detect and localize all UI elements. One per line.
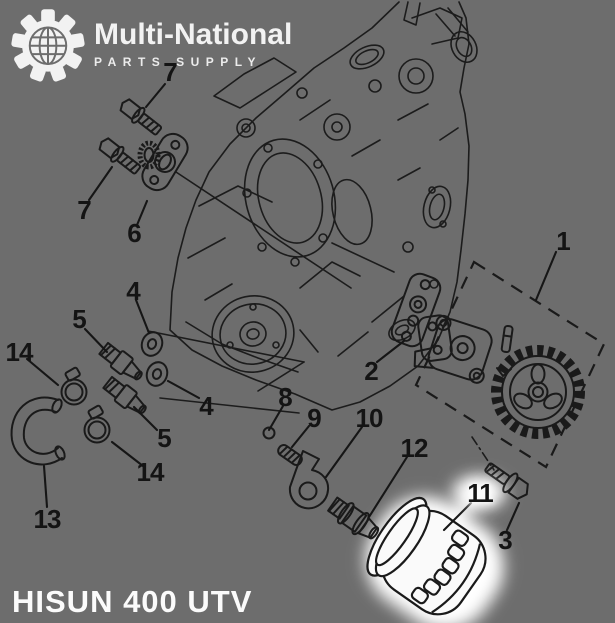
driven-gear	[491, 345, 585, 439]
callout-4-washer-upper: 4	[126, 276, 141, 306]
hose-clamps	[60, 366, 111, 444]
callout-3-bolt: 3	[498, 525, 513, 555]
callout-11-oil-filter: 11	[467, 478, 493, 508]
callout-4-washer-lower: 4	[199, 391, 214, 421]
gasket-plate	[390, 272, 442, 348]
brand-tagline: PARTS SUPPLY	[94, 55, 263, 69]
flange-plate	[137, 132, 189, 192]
model-title: HISUN 400 UTV	[12, 584, 253, 619]
callout-7-bolt-left: 7	[77, 195, 92, 225]
union-fitting	[327, 496, 380, 540]
oil-pump-assembly	[413, 314, 585, 439]
hose-fittings	[98, 341, 147, 415]
callout-6-flange: 6	[127, 218, 142, 248]
crankcase-drawing	[169, 1, 478, 411]
spring	[277, 444, 303, 466]
brand-name: Multi-National	[94, 18, 293, 51]
callout-1-oil-pump-assembly: 1	[556, 226, 571, 256]
oil-filter	[366, 496, 487, 616]
hose	[10, 396, 66, 466]
mount-bolt	[484, 462, 529, 500]
callout-14-clamp-upper: 14	[5, 337, 34, 367]
washers	[140, 331, 169, 387]
flange-bolts	[98, 98, 163, 175]
callout-14-clamp-lower: 14	[136, 457, 165, 487]
brand-logo: Multi-National PARTS SUPPLY	[10, 6, 292, 84]
bracket	[288, 450, 330, 510]
callout-8-o-ring: 8	[278, 382, 293, 412]
callout-leader-lines	[25, 82, 558, 532]
o-ring	[262, 426, 276, 440]
callout-13-hose: 13	[33, 504, 62, 534]
rotor-drawing	[211, 295, 295, 373]
callout-5-fitting-upper: 5	[72, 304, 87, 334]
pump-pin	[500, 324, 514, 354]
callout-5-fitting-lower: 5	[157, 423, 172, 453]
assembly-dashed-box	[414, 260, 606, 469]
callout-7-bolt-top: 7	[163, 57, 178, 87]
gear-globe-icon	[11, 9, 85, 82]
callout-10-bracket: 10	[355, 403, 384, 433]
callout-2-gasket-plate: 2	[364, 356, 379, 386]
callout-9-spring: 9	[307, 403, 322, 433]
callout-12-union-fitting: 12	[400, 433, 429, 463]
mounting-leader-lines	[147, 171, 495, 471]
